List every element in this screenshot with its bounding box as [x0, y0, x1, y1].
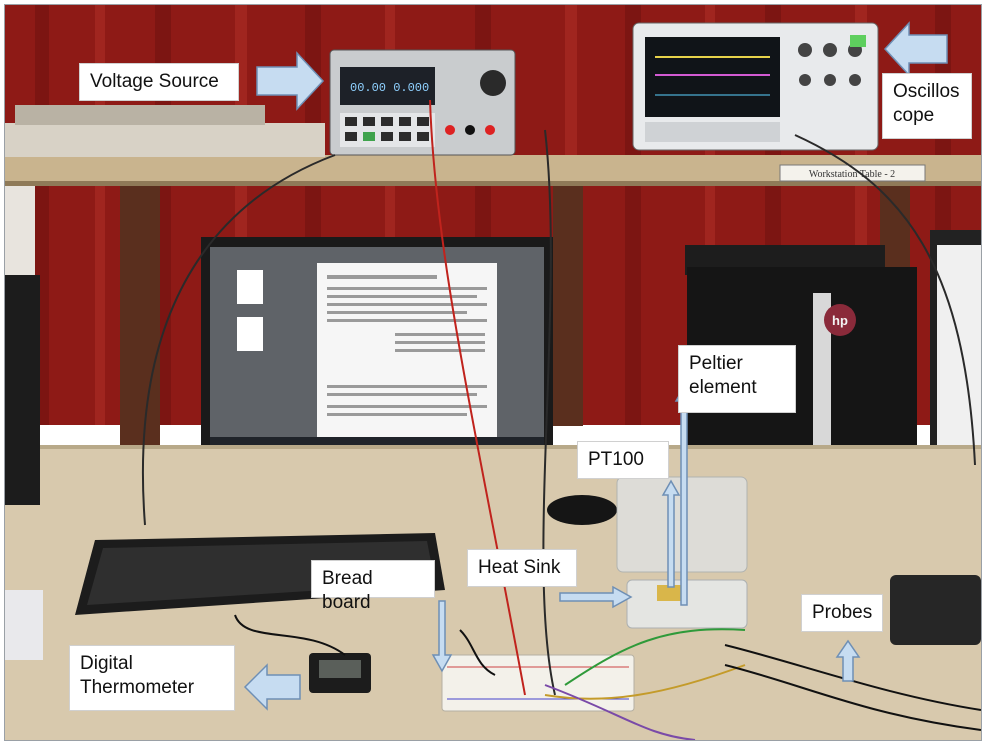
notebook: [5, 590, 43, 660]
arrow-to-pt100: [661, 479, 681, 588]
svg-text:00.00 0.000: 00.00 0.000: [350, 81, 429, 95]
bread-board-label: Bread board: [311, 560, 435, 613]
lab-setup-photo: Workstation Table - 2 00.00 0.000: [5, 5, 981, 740]
peltier-text-line1: Peltier: [689, 353, 743, 374]
oscilloscope-label: Oscillos cope: [882, 73, 972, 139]
monitor: hp: [201, 237, 553, 513]
arrow-to-voltage-source: [256, 51, 325, 111]
breadboard: [441, 654, 635, 712]
probes-label: Probes: [801, 594, 883, 632]
arrow-to-breadboard: [431, 600, 453, 673]
heat-sink-label: Heat Sink: [467, 549, 577, 587]
digital-thermometer: [309, 653, 371, 693]
workstation-plate: [779, 164, 926, 182]
arrow-to-probes: [835, 639, 861, 682]
arrow-to-oscilloscope: [883, 21, 948, 77]
wires: [142, 99, 981, 740]
mouse: [547, 495, 617, 525]
arrow-to-heat-sink: [559, 585, 633, 609]
oscilloscope-text-line2: cope: [893, 105, 935, 126]
digital-thermometer-label: Digital Thermometer: [69, 645, 235, 711]
digital-thermometer-text-line2: Thermometer: [80, 677, 195, 698]
voltage-source-device: 00.00 0.000: [329, 49, 516, 156]
photo-frame: Workstation Table - 2 00.00 0.000: [4, 4, 982, 741]
oscilloscope-text-line1: Oscillos: [893, 81, 960, 102]
voltage-source-text: Voltage Source: [90, 71, 219, 92]
shelf-board: [5, 123, 325, 157]
svg-text:hp: hp: [832, 313, 848, 328]
bread-board-text: Bread board: [322, 568, 373, 613]
arrow-to-thermometer: [243, 663, 301, 711]
peltier-label: Peltier element: [678, 345, 796, 413]
heat-sink-text: Heat Sink: [478, 557, 561, 578]
probes-text: Probes: [812, 602, 873, 623]
pt100-text: PT100: [588, 449, 644, 470]
power-strip: [890, 575, 981, 645]
pt100-label: PT100: [577, 441, 669, 479]
workstation-plate-text: Workstation Table - 2: [809, 169, 895, 180]
shelf-leg-mid: [553, 186, 583, 426]
peltier-text-line2: element: [689, 377, 757, 398]
digital-thermometer-text-line1: Digital: [80, 653, 133, 674]
oscilloscope-device: [632, 22, 879, 151]
voltage-source-label: Voltage Source: [79, 63, 239, 101]
